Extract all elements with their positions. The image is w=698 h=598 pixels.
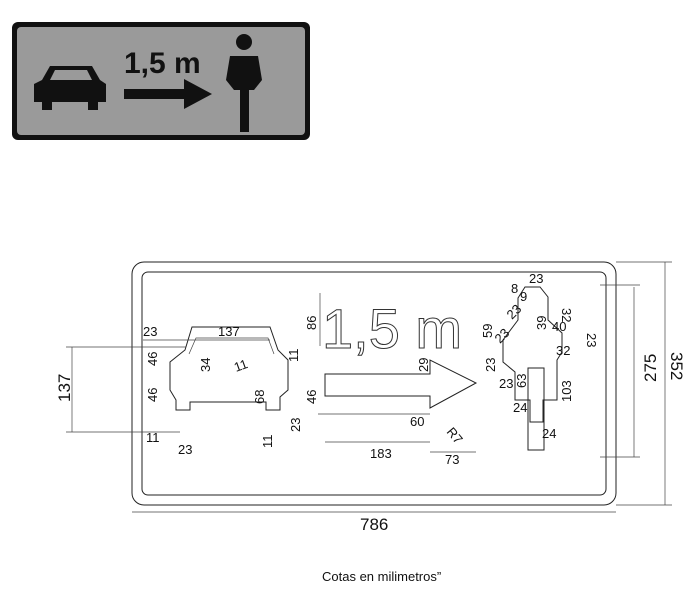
- dim-label: 46: [145, 388, 160, 402]
- car-icon: [34, 66, 106, 110]
- dim-label: 86: [304, 316, 319, 330]
- dim-label: 786: [360, 515, 388, 534]
- dim-label: 46: [304, 390, 319, 404]
- dim-label: 9: [520, 289, 527, 304]
- dim-label: 24: [542, 426, 556, 441]
- dim-label: 32: [556, 343, 570, 358]
- dim-label: 63: [514, 374, 529, 388]
- caption: Cotas en milimetros”: [322, 569, 442, 584]
- dim-label: 8: [511, 281, 518, 296]
- dim-label: 29: [416, 358, 431, 372]
- dim-label: 32: [559, 308, 574, 322]
- dim-label: 39: [534, 316, 549, 330]
- sign-distance-text: 1,5 m: [124, 47, 201, 80]
- cyclist-icon: [226, 34, 262, 132]
- legend-outline-text: 1,5 m: [322, 297, 462, 360]
- dimension-labels: 23 137 46 46 34 11 11 68 46 23 23 11 11 …: [55, 271, 686, 534]
- dim-label: 59: [480, 324, 495, 338]
- dim-label: 34: [198, 358, 213, 372]
- dim-label: 23: [288, 418, 303, 432]
- dim-label: 23: [483, 358, 498, 372]
- dim-label: 11: [146, 430, 160, 445]
- dim-label: 24: [513, 400, 527, 415]
- dim-label: 137: [218, 324, 240, 339]
- dim-label: 103: [559, 380, 574, 402]
- dim-label: 40: [552, 319, 566, 334]
- sign-illustration: 1,5 m: [12, 22, 310, 140]
- dim-label: 68: [252, 390, 267, 404]
- dim-label: 23: [504, 301, 525, 322]
- dim-label: 23: [584, 333, 599, 347]
- dim-label: R7: [444, 424, 466, 446]
- dim-label: 137: [55, 374, 74, 402]
- dim-label: 183: [370, 446, 392, 461]
- dim-label: 23: [143, 324, 157, 339]
- dim-label: 11: [232, 356, 250, 375]
- dimension-drawing: 1,5 m: [66, 261, 672, 513]
- dim-label: 352: [667, 352, 686, 380]
- dim-label: 23: [178, 442, 192, 457]
- dim-label: 60: [410, 414, 424, 429]
- dim-label: 23: [529, 271, 543, 286]
- dim-label: 11: [286, 349, 301, 363]
- dim-label: 11: [260, 435, 275, 449]
- dim-label: 23: [499, 376, 513, 391]
- dim-label: 46: [145, 352, 160, 366]
- arrow-icon: [124, 79, 212, 109]
- dim-label: 275: [641, 354, 660, 382]
- dim-label: 73: [445, 452, 459, 467]
